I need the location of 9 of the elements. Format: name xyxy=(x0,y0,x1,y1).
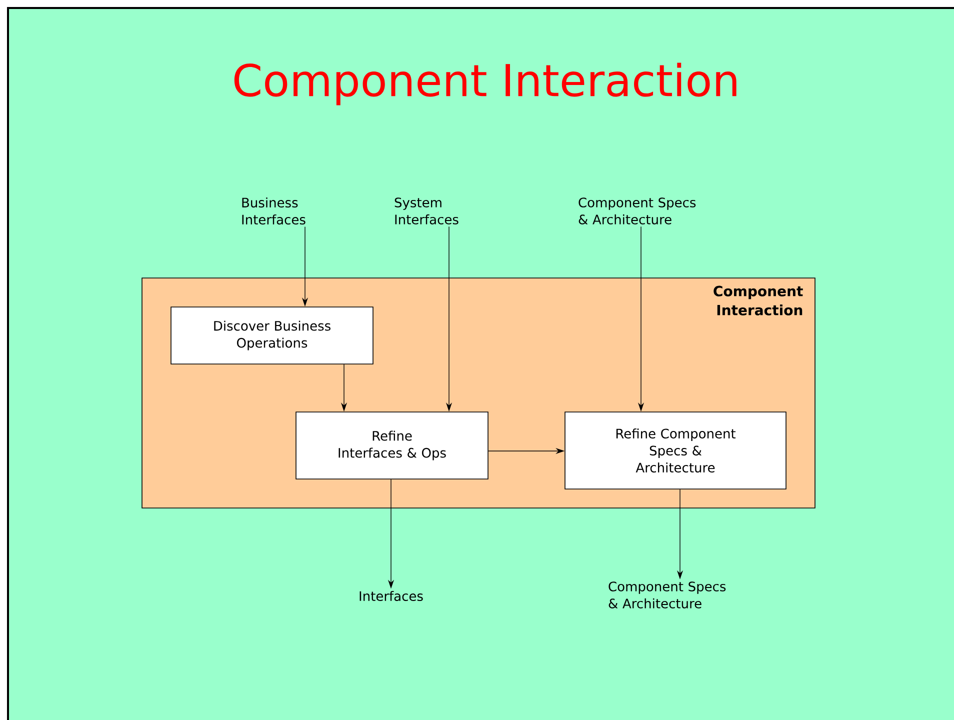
artifact-label: Component Specs & Architecture xyxy=(578,198,696,224)
process-box: Discover Business Operations xyxy=(170,306,374,364)
process-box: Refine Component Specs & Architecture xyxy=(564,412,786,490)
artifact-label: Interfaces xyxy=(360,590,423,602)
artifact-label: Business Interfaces xyxy=(242,197,306,225)
title: Component Interaction xyxy=(234,62,736,106)
process-box: Refine Interfaces & Ops xyxy=(296,412,488,480)
artifact-label: System Interfaces xyxy=(394,198,458,224)
artifact-label: Component Specs & Architecture xyxy=(608,582,726,608)
